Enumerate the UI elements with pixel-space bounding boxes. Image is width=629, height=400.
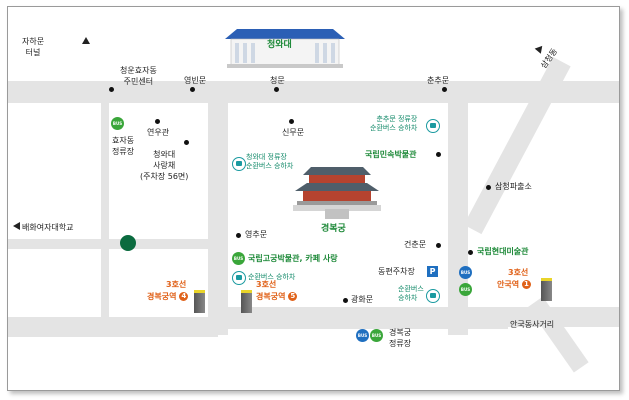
yeongbinmun-label: 영빈문 [184,76,207,85]
road-bottom [208,307,508,329]
map-frame: 청와대 경복궁 자하문 터널 청운효자동 주민센터 영빈문 청문 춘추문 삼청동… [7,6,620,391]
exit5-name: 경복궁역 5 [256,291,298,302]
anguk1-line: 3호선 [508,268,529,277]
road-top [8,81,619,103]
ewha-school-label: 배화여자대학교 [22,223,74,232]
anguk1-station-name: 안국역 [497,280,520,289]
cheongmun-dot [274,87,279,92]
west-arrow-icon [13,222,20,230]
sinmumun-dot [289,119,294,124]
cheongwadae-stop-label: 청와대 정류장 순환버스 승하차 [246,153,294,170]
cheongwadae-building [221,25,349,69]
hyoja-center-label: 청운효자동 주민센터 [120,66,157,86]
anguk-intersection-label: 안국동사거리 [510,320,555,329]
road-left-vertical [101,83,109,323]
exit4-station-name: 경복궁역 [147,292,177,301]
geonchunmun-dot [436,243,441,248]
museum-stop-label: 순환버스 승하차 [248,273,296,281]
chunchumun-stop-label: 춘추문 정류장 순환버스 승하차 [370,115,418,132]
anguk1-number: 1 [521,280,531,289]
shuttle-stop-east-icon [426,289,440,303]
gwanghwamun-dot [343,298,348,303]
exit4-line: 3호선 [166,280,187,289]
yeonugwan-dot [155,119,160,124]
gyeongbokgung-label: 경복궁 [321,224,346,234]
hyoja-stop-label: 효자동 정류장 [112,136,135,156]
exit-5-icon [241,290,252,313]
exit5-number: 5 [288,292,298,301]
starbucks-icon [120,235,136,251]
geonchunmun-label: 건춘문 [404,240,427,249]
yeongchumun-label: 영추문 [245,230,268,239]
road-west-horizontal [8,239,210,249]
gyeongbokgung-building [293,165,381,221]
folk-museum-label: 국립민속박물관 [365,150,417,159]
yeonugwan-label: 연우관 [147,128,170,137]
gwanghwamun-label: 광화문 [351,295,374,304]
chunchumun-label: 춘추문 [427,76,450,85]
dongpyeon-parking-label: 동편주차장 [378,267,415,276]
shuttle-stop-museum-icon [232,271,246,285]
sinmumun-label: 신무문 [282,128,305,137]
exit-4-icon [194,290,205,313]
folk-museum-dot [436,152,441,157]
chunchumun-dot [442,87,447,92]
yeongchumun-dot [236,233,241,238]
bus-stop-east-blue-icon: BUS [459,266,472,279]
shuttle-stop-west-icon [232,157,246,171]
road-palace-west [208,83,228,335]
mmca-label: 국립현대미술관 [477,247,529,256]
exit4-name: 경복궁역 4 [147,291,189,302]
east-stop-label: 순환버스 승하차 [398,285,424,302]
bus-stop-gyeongbokgung-blue-icon: BUS [356,329,369,342]
shuttle-stop-chunchumun-icon [426,119,440,133]
yeongbinmun-dot [190,87,195,92]
samcheong-police-label: 삼청파출소 [495,182,532,191]
mmca-dot [468,250,473,255]
road-palace-east [448,83,468,335]
exit5-station-name: 경복궁역 [256,292,286,301]
exit4-number: 4 [179,292,189,301]
anguk1-name: 안국역 1 [497,279,531,290]
exit5-line: 3호선 [256,280,277,289]
exit-anguk-1-icon [541,278,552,301]
sarangchae-dot [184,140,189,145]
bus-stop-hyoja-icon: BUS [111,117,124,130]
bus-stop-east-green-icon: BUS [459,283,472,296]
cheongwadae-label: 청와대 [267,40,292,50]
sarangchae-label: 청와대 사랑채 (주차장 56면) [140,150,189,181]
palace-museum-label: 국립고궁박물관, 카페 사랑 [248,254,338,263]
samcheong-police-dot [486,185,491,190]
jahamun-tunnel-label: 자하문 터널 [22,37,45,57]
gyeongbokgung-stop-label: 경복궁 정류장 [389,328,412,348]
museum-bus-icon: BUS [232,252,245,265]
samcheongdong-arrow-icon [534,43,546,54]
bus-stop-gyeongbokgung-green-icon: BUS [370,329,383,342]
cheongmun-label: 청문 [270,76,285,85]
road-bottom-2 [8,317,218,337]
parking-icon: P [427,266,438,277]
hyoja-center-dot [109,87,114,92]
north-arrow-icon [82,37,90,44]
